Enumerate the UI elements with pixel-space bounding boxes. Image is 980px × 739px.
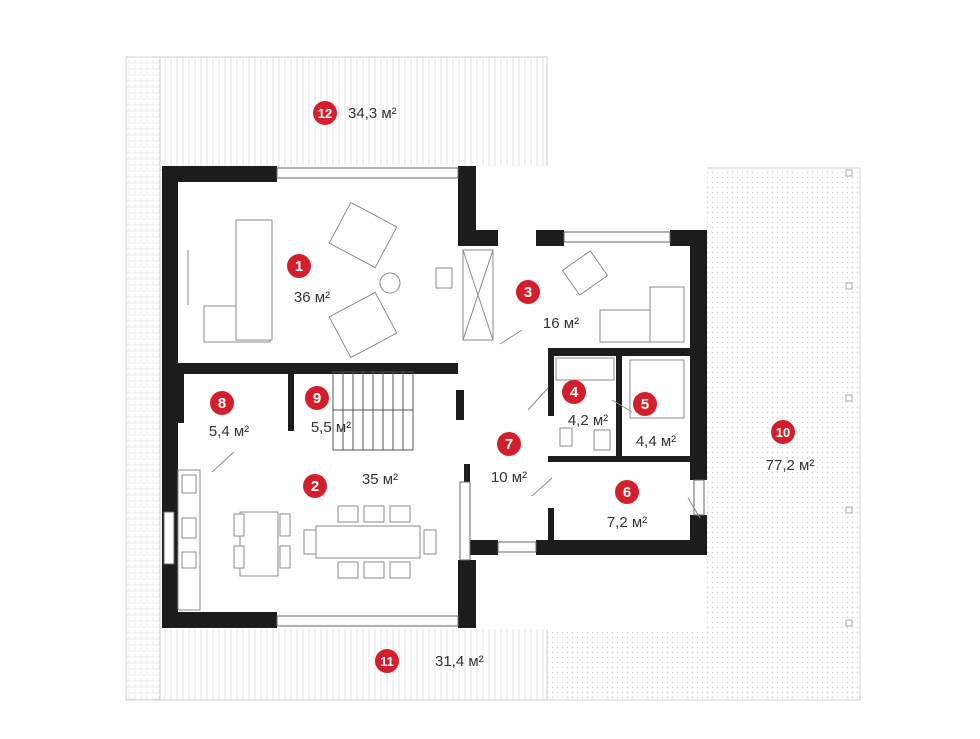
room-4-area: 4,2 м² — [568, 412, 608, 429]
room-11-badge — [375, 649, 399, 673]
room-label-7: 7 10 м² — [491, 432, 527, 486]
doors — [211, 329, 701, 519]
railing-posts — [845, 169, 853, 627]
room-2-number: 2 — [311, 478, 319, 495]
room-label-9: 9 5,5 м² — [305, 386, 351, 436]
room-5-area: 4,4 м² — [636, 433, 676, 450]
room-10-number: 10 — [776, 425, 790, 440]
room-4-number: 4 — [570, 384, 579, 401]
room-11-number: 11 — [380, 654, 394, 669]
room-7-area: 10 м² — [491, 469, 527, 486]
room-5-number: 5 — [641, 396, 649, 413]
room-label-12: 12 34,3 м² — [313, 101, 397, 125]
room-label-8: 8 5,4 м² — [209, 391, 249, 440]
room-12-number: 12 — [318, 106, 332, 121]
room-4-badge — [562, 380, 586, 404]
room-2-area: 35 м² — [362, 471, 398, 488]
room-5-badge — [633, 392, 657, 416]
staircase — [332, 371, 414, 451]
room-1-number: 1 — [295, 258, 303, 275]
room-3-badge — [516, 280, 540, 304]
room-label-1: 1 36 м² — [287, 254, 330, 306]
room-label-10: 10 77,2 м² — [766, 420, 815, 474]
room-1-area: 36 м² — [294, 289, 330, 306]
room-8-area: 5,4 м² — [209, 423, 249, 440]
room-6-number: 6 — [623, 484, 631, 501]
room-8-badge — [210, 391, 234, 415]
room-label-4: 4 4,2 м² — [562, 380, 608, 429]
room-9-badge — [305, 386, 329, 410]
room-6-area: 7,2 м² — [607, 514, 647, 531]
room-6-badge — [615, 480, 639, 504]
room-3-area: 16 м² — [543, 315, 579, 332]
room-12-area: 34,3 м² — [348, 105, 397, 122]
side-strip-left — [125, 56, 161, 701]
room-7-number: 7 — [505, 436, 513, 453]
room-3-number: 3 — [524, 284, 532, 301]
room-label-11: 11 31,4 м² — [375, 649, 484, 673]
room-label-3: 3 16 м² — [516, 280, 579, 332]
room-9-number: 9 — [313, 390, 321, 407]
room-1-badge — [287, 254, 311, 278]
room-label-2: 2 35 м² — [303, 471, 398, 498]
room-12-badge — [313, 101, 337, 125]
room-9-area: 5,5 м² — [311, 419, 351, 436]
room-11-area: 31,4 м² — [435, 653, 484, 670]
windows — [163, 167, 705, 627]
room-2-badge — [303, 474, 327, 498]
room-label-5: 5 4,4 м² — [633, 392, 676, 450]
room-10-badge — [771, 420, 795, 444]
room-label-6: 6 7,2 м² — [607, 480, 647, 531]
furniture — [177, 201, 685, 611]
terrace-12-area — [159, 56, 548, 171]
room-10-area: 77,2 м² — [766, 457, 815, 474]
room-8-number: 8 — [218, 395, 226, 412]
room-7-badge — [497, 432, 521, 456]
